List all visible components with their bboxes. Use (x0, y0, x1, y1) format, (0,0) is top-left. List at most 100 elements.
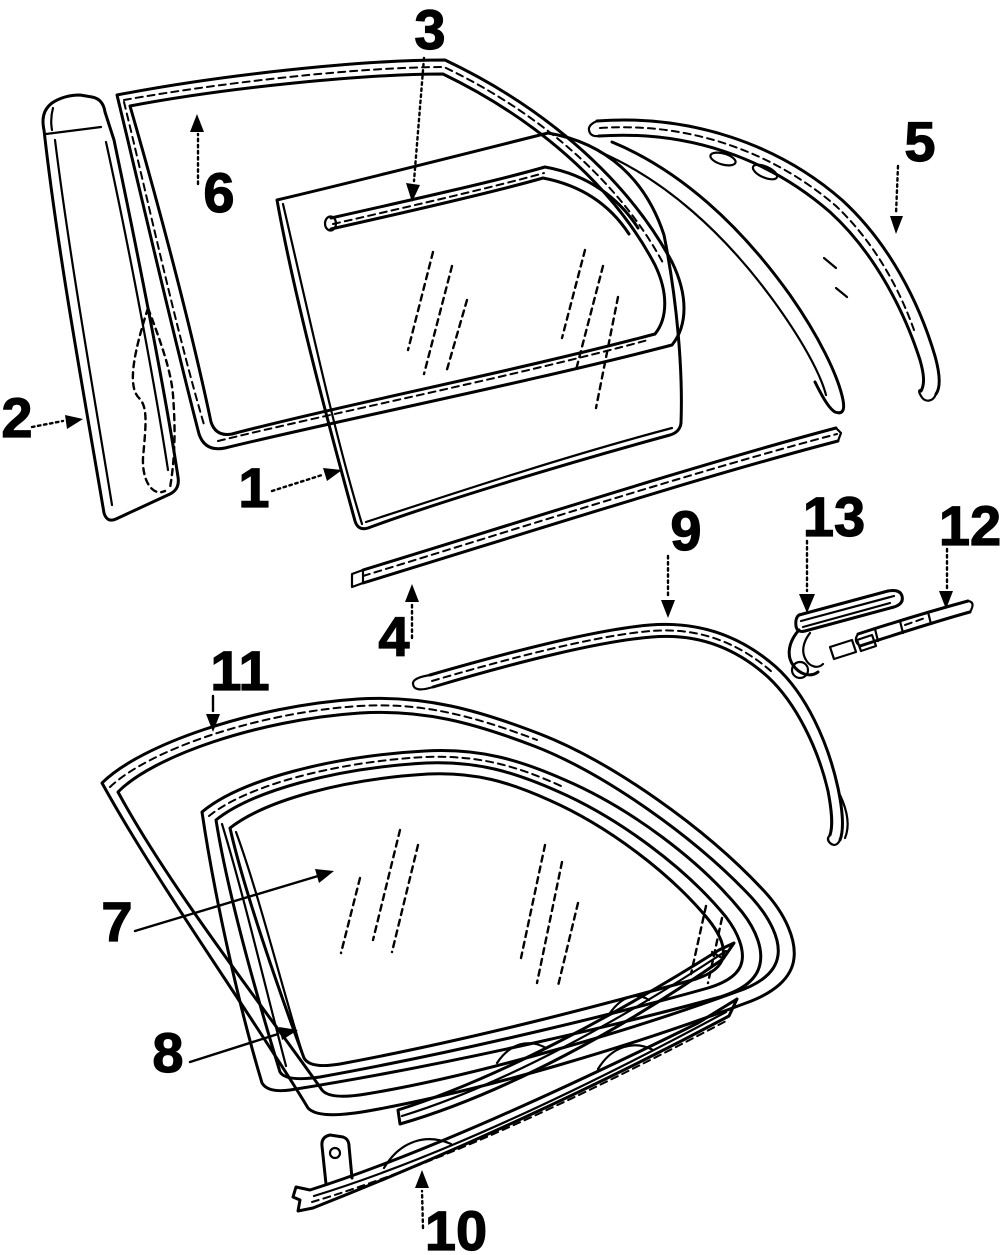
frame11-top-dashes (109, 704, 538, 788)
sill-bracket-hole (328, 1146, 342, 1160)
rod12-connector (855, 633, 878, 653)
callout-2: 2 (1, 385, 83, 450)
callout-12: 12 (938, 493, 1000, 609)
callout-2-arrowhead (65, 415, 83, 429)
clip13-elbow-inner (802, 631, 825, 668)
part-4-belt-strip (350, 426, 843, 589)
channel-strip-outer (610, 140, 846, 415)
clip13-foot (790, 660, 810, 680)
frame8-left-extra-line (220, 822, 288, 1068)
callout-10: 10 (415, 1170, 488, 1255)
frame6-outer-loop (115, 58, 686, 451)
part5-inner-edge (597, 133, 925, 393)
pillar2-flap-right (146, 306, 176, 490)
rod12-notch-2 (898, 619, 905, 635)
frame6-inner-loop (128, 72, 667, 436)
callout-1-leader (270, 473, 324, 493)
callout-9-label: 9 (670, 499, 701, 562)
callout-11-label: 11 (210, 639, 269, 702)
frame11-inner-loop (116, 710, 780, 1098)
callout-9-arrowhead (661, 600, 675, 618)
callout-9: 9 (661, 498, 702, 618)
glass1-reflection-1c (444, 298, 469, 375)
frame8-outer-loop (200, 749, 763, 1093)
rear-channel-strip (598, 140, 846, 415)
sill-strip-upper-tab-1 (495, 1042, 548, 1065)
callout-12-arrowhead (939, 591, 953, 609)
rod12-bottom-edge (858, 610, 972, 648)
frame6-left-dashes (123, 101, 206, 429)
part9-outer-edge (428, 622, 844, 842)
callout-4: 4 (378, 584, 419, 669)
strip4-left-cap (350, 568, 365, 589)
glass7-reflection-1c (339, 876, 362, 955)
strip4-mid-dashes (362, 433, 838, 577)
sill-strip-upper-inner (400, 949, 728, 1118)
callout-11: 11 (206, 638, 270, 732)
part9-left-cap (411, 673, 435, 691)
callout-6: 6 (190, 114, 235, 225)
part-8-glass-run-frame (200, 749, 763, 1093)
callout-6-label: 6 (203, 161, 234, 224)
callout-5: 5 (890, 109, 936, 234)
rod12-notch-3 (926, 610, 933, 626)
glass7-reflection-2a (519, 843, 547, 960)
part5-surface-dashes (599, 126, 915, 331)
callout-4-label: 4 (378, 605, 409, 668)
strip4-top-edge (361, 426, 838, 572)
callout-8: 8 (152, 1020, 298, 1085)
glass7-reflection-1b (390, 843, 420, 954)
callout-7-leader (133, 874, 320, 933)
channel-strip-inner (598, 150, 828, 397)
callout-1: 1 (238, 455, 342, 520)
part5-slot-1 (709, 151, 737, 167)
part-5-quarter-trim-molding (587, 118, 941, 402)
callout-13: 13 (799, 484, 866, 613)
part5-tick-2 (834, 286, 849, 299)
part-13-guide-clip (787, 589, 904, 680)
sill-strip-lower-tab-1 (382, 1138, 453, 1170)
sill-strip-upper-tab-2 (608, 995, 651, 1015)
part-12-guide-rod (854, 599, 974, 653)
clip13-strip-inner-2 (801, 601, 892, 629)
sill-strip-upper-notch (710, 950, 724, 960)
glass1-bottom-double-line (364, 426, 674, 524)
callout-13-arrowhead (799, 594, 815, 613)
sill-bracket-flag (320, 1133, 354, 1186)
pillar2-flap-left (131, 306, 167, 494)
pillar2-right-inner-line (104, 140, 170, 472)
callout-5-label: 5 (904, 110, 935, 173)
callout-2-leader (30, 419, 65, 429)
callout-6-arrowhead (190, 114, 204, 132)
part-11-outer-seal-frame (100, 696, 796, 1117)
callout-10-arrowhead (415, 1170, 429, 1188)
frame8-dashes (208, 755, 562, 817)
frame11-outer-loop (100, 696, 796, 1117)
part-9-run-channel (411, 622, 849, 847)
rod12-notch-1 (873, 627, 880, 643)
pillar2-left-inner-line (53, 138, 114, 507)
sill-strip-upper-outline (396, 941, 736, 1126)
callout-13-label: 13 (803, 485, 865, 548)
glass1-reflection-2b (574, 264, 605, 372)
callout-4-arrowhead (405, 584, 419, 602)
clip13-strip-inner-1 (799, 594, 896, 623)
callout-8-leader (188, 1032, 280, 1064)
rod12-top-edge (856, 599, 970, 636)
glass1-reflection-2a (560, 248, 587, 340)
callout-8-arrowhead (279, 1027, 298, 1040)
glass7-reflection-2b (535, 860, 564, 985)
callout-11-arrowhead (206, 714, 220, 732)
clip13-strip (794, 589, 904, 633)
sill-strip-lower-inner-2 (311, 1019, 729, 1203)
pillar2-cap-separator (44, 125, 103, 136)
strip4-right-end (834, 426, 843, 443)
molding3-bottom-edge (329, 176, 631, 236)
part-1-quarter-glass-upper (275, 131, 683, 531)
molding3-top-edge (329, 165, 640, 230)
frame6-bottom-dashes (217, 339, 649, 442)
callout-2-label: 2 (1, 386, 32, 449)
